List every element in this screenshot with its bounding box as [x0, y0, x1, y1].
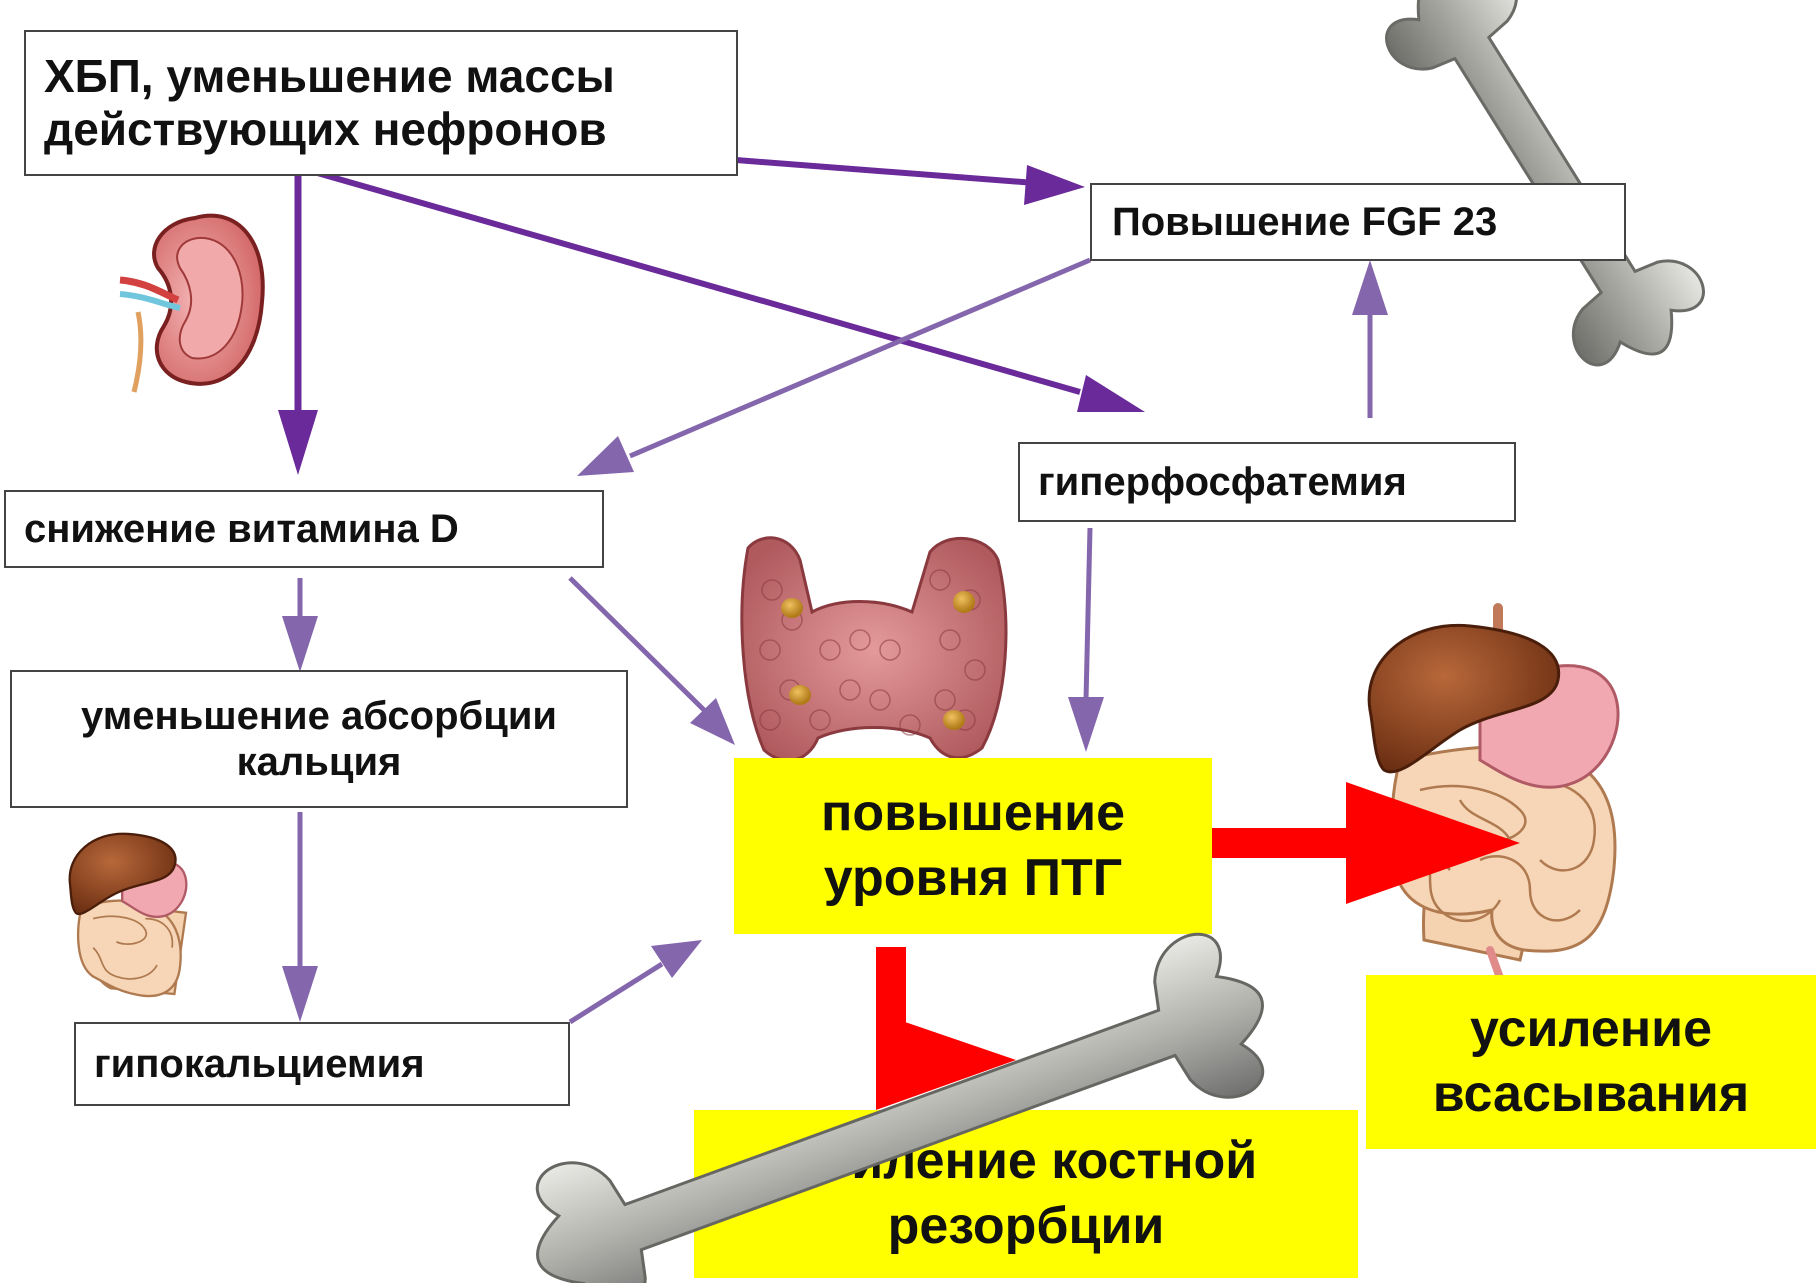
pth-box: повышение уровня ПТГ [734, 758, 1212, 934]
bone-resorption-box: усиление костной резорбции [694, 1110, 1358, 1278]
arrow-hyperphosphatemia-to-fgf23 [1352, 260, 1388, 418]
arrow-ckd-to-vitamin-d [278, 168, 318, 475]
hyperphosphatemia-label: гиперфосфатемия [1038, 459, 1407, 505]
ckd-label: ХБП, уменьшение массы действующих нефрон… [44, 50, 736, 157]
arrow-vitamin-d-to-calcium-absorption [282, 578, 318, 672]
arrow-calcium-absorption-to-hypocalcemia [282, 812, 318, 1022]
fgf23-box: Повышение FGF 23 [1090, 183, 1626, 261]
ckd-box: ХБП, уменьшение массы действующих нефрон… [24, 30, 738, 176]
arrow-ckd-to-fgf23 [736, 160, 1085, 205]
arrow-pth-to-bone-resorption [876, 947, 1016, 1110]
digestive-system-icon [1369, 608, 1618, 978]
thyroid-icon [742, 538, 1006, 761]
bone-resorption-label: усиление костной резорбции [714, 1129, 1338, 1259]
calcium-absorption-box: уменьшение абсорбции кальция [10, 670, 628, 808]
hypocalcemia-label: гипокальциемия [94, 1041, 425, 1087]
fgf23-label: Повышение FGF 23 [1112, 199, 1497, 245]
arrow-fgf23-to-vitamin-d [577, 260, 1090, 476]
vitamin-d-box: снижение витамина D [4, 490, 604, 568]
hyperphosphatemia-box: гиперфосфатемия [1018, 442, 1516, 522]
absorption-box: усиление всасывания [1366, 975, 1816, 1149]
digestive-system-icon [70, 834, 187, 996]
pth-label: повышение уровня ПТГ [774, 781, 1172, 911]
vitamin-d-label: снижение витамина D [24, 506, 459, 552]
kidney-icon [120, 216, 263, 392]
absorption-label: усиление всасывания [1386, 997, 1796, 1127]
arrow-hyperphosphatemia-to-pth [1068, 528, 1104, 752]
arrow-hypocalcemia-to-pth [570, 940, 702, 1022]
calcium-absorption-label: уменьшение абсорбции кальция [12, 693, 626, 786]
hypocalcemia-box: гипокальциемия [74, 1022, 570, 1106]
